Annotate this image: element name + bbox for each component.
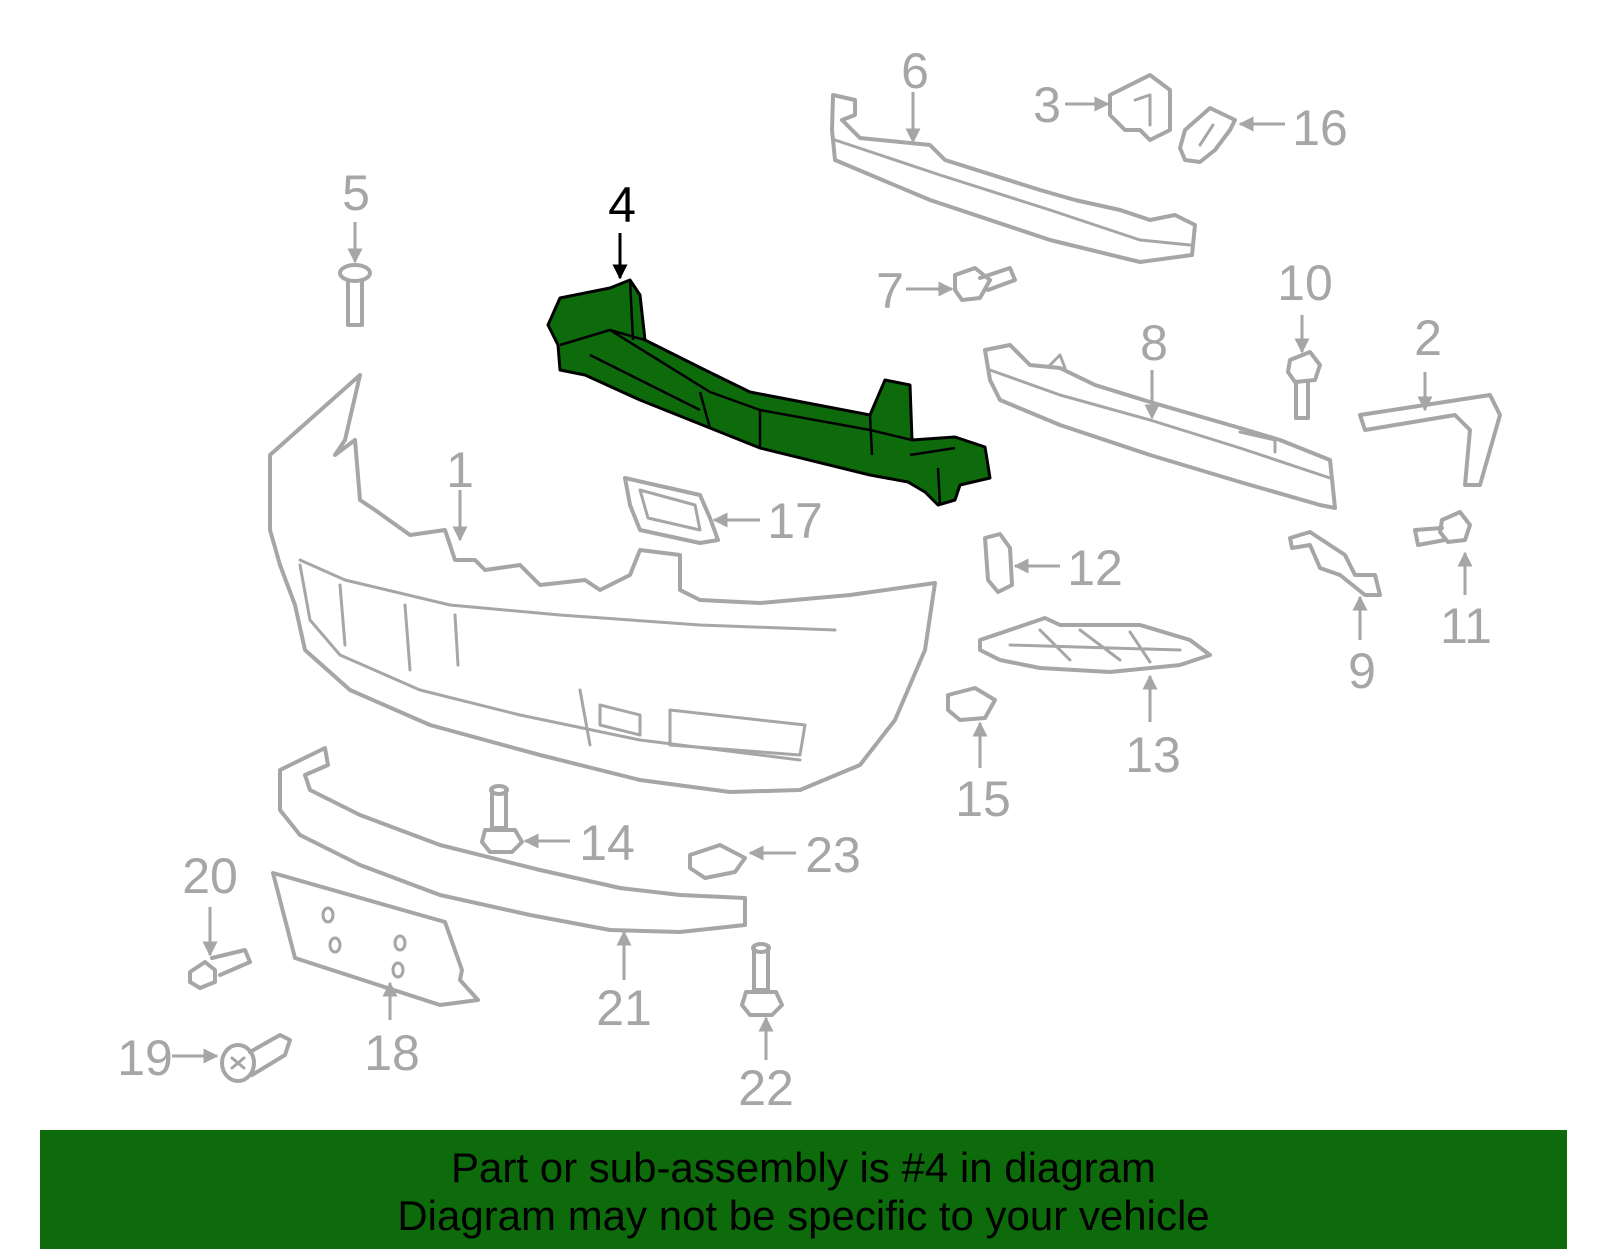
screw-part-19 <box>220 1033 292 1083</box>
clip-part-16 <box>1178 106 1237 164</box>
reinforcement-part-8 <box>983 343 1337 510</box>
banner-line-part-number: Part or sub-assembly is #4 in diagram <box>451 1144 1156 1191</box>
retainer-part-12 <box>983 532 1014 594</box>
callout-16: 16 <box>1292 100 1348 156</box>
bolt-part-14 <box>480 784 524 854</box>
upper-bar-part-6 <box>830 93 1197 264</box>
callout-17: 17 <box>767 493 823 549</box>
bracket-part-2 <box>1358 393 1502 487</box>
banner-line-disclaimer: Diagram may not be specific to your vehi… <box>397 1192 1210 1239</box>
bolt-part-22 <box>740 942 784 1017</box>
clip-part-23 <box>688 843 747 880</box>
callout-15: 15 <box>955 771 1011 827</box>
air-guide-part-13 <box>978 616 1212 674</box>
callout-7: 7 <box>876 263 904 319</box>
info-banner: Part or sub-assembly is #4 in diagram Di… <box>40 1130 1567 1249</box>
callout-8: 8 <box>1140 315 1168 371</box>
grille-insert-part-17 <box>623 476 720 545</box>
callout-22: 22 <box>738 1060 794 1116</box>
callout-19: 19 <box>117 1030 173 1086</box>
parts-diagram: 1 2 3 4 5 6 7 8 9 10 11 12 13 14 15 16 1… <box>117 43 1502 1116</box>
license-bracket-part-18 <box>271 871 480 1007</box>
callout-2: 2 <box>1414 310 1442 366</box>
push-pin-part-5 <box>338 263 372 327</box>
bumper-cover-part-1 <box>268 373 937 794</box>
callout-4: 4 <box>608 177 636 233</box>
callout-21: 21 <box>596 980 652 1036</box>
callout-labels: 1 2 3 4 5 6 7 8 9 10 11 12 13 14 15 16 1… <box>117 43 1492 1116</box>
callout-14: 14 <box>579 815 635 871</box>
callout-5: 5 <box>342 165 370 221</box>
callout-1: 1 <box>446 442 474 498</box>
callout-23: 23 <box>805 827 861 883</box>
clip-part-15 <box>946 686 997 722</box>
bolt-part-11 <box>1413 510 1472 547</box>
lower-molding-part-21 <box>278 746 747 934</box>
callout-3: 3 <box>1033 77 1061 133</box>
leader-arrows <box>172 92 1473 1064</box>
callout-18: 18 <box>364 1025 420 1081</box>
callout-12: 12 <box>1067 540 1123 596</box>
bracket-part-9 <box>1288 530 1382 597</box>
callout-9: 9 <box>1348 643 1376 699</box>
clip-part-3 <box>1108 73 1172 142</box>
push-pin-part-20 <box>188 948 252 990</box>
callout-10: 10 <box>1277 255 1333 311</box>
callout-20: 20 <box>182 848 238 904</box>
absorber-part-4-highlighted <box>546 278 992 507</box>
callout-6: 6 <box>901 43 929 99</box>
bolt-part-7 <box>953 266 1017 302</box>
callout-13: 13 <box>1125 727 1181 783</box>
bolt-part-10 <box>1286 350 1322 420</box>
callout-11: 11 <box>1440 598 1492 654</box>
